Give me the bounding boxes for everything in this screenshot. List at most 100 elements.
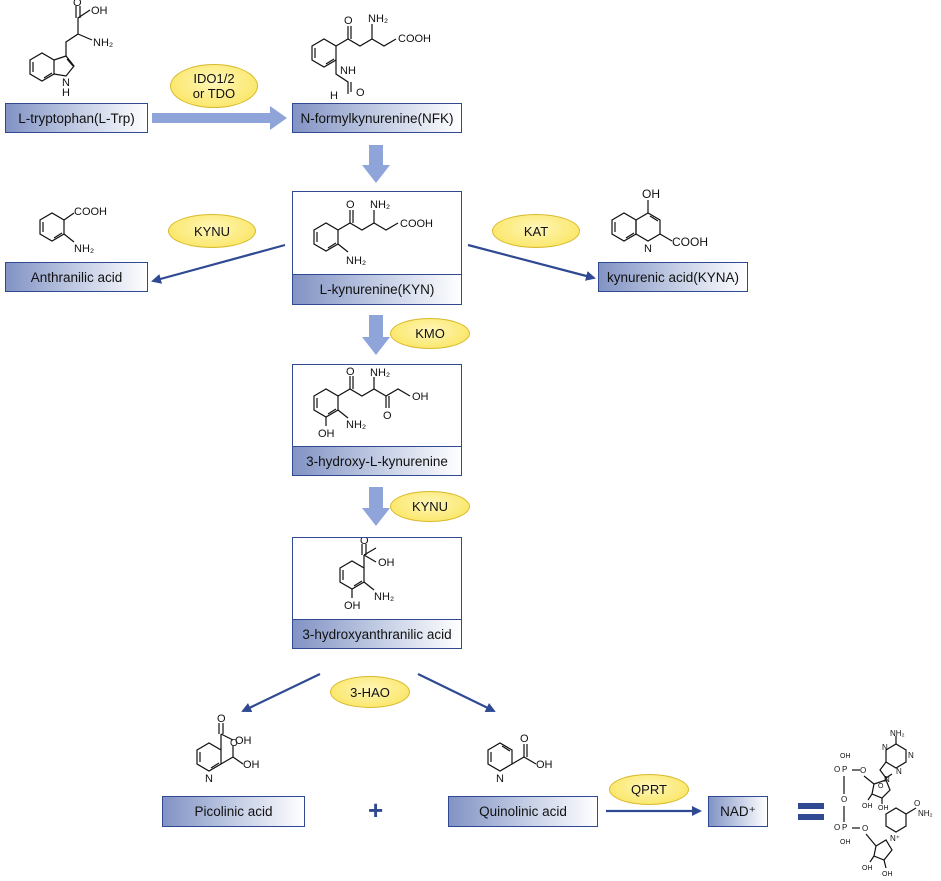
nad-ro2-text: OH [878, 805, 889, 812]
nad-amide-o-text: O [914, 799, 920, 808]
structure-nad: NH₂ N N N N OH O P O O O P OH O O OH OH … [834, 729, 933, 878]
arrow-nfk-to-kyn [362, 145, 390, 183]
trp-h-text: H [62, 87, 70, 99]
equals-bar-bottom [798, 814, 824, 820]
quinolinic-o-text: O [520, 733, 529, 745]
compound-label-haa: 3-hydroxyanthranilic acid [292, 619, 462, 649]
nad-o4-text: O [834, 823, 840, 832]
nad-ro3-text: OH [862, 865, 873, 872]
structure-3-hydroxy-l-kynurenine: O NH₂ O OH NH₂ OH [313, 366, 429, 440]
compound-label-kyna: kynurenic acid(KYNA) [598, 262, 748, 292]
nfk-h-text: H [330, 90, 338, 102]
nad-oh1-text: OH [840, 753, 851, 760]
hk-nh2-text: NH₂ [370, 367, 390, 379]
picolinic-oh2-text: OH [243, 759, 260, 771]
nad-n2-text: N [908, 751, 914, 760]
structure-anthranilic-acid: COOH NH₂ [39, 206, 107, 255]
kyn-o-text: O [346, 199, 355, 211]
hk-oh-text: OH [412, 391, 429, 403]
nad-p2-text: P [842, 823, 847, 832]
structure-n-formylkynurenine: O NH₂ COOH NH O H [311, 13, 431, 102]
enzyme-ido-line2: or TDO [192, 86, 236, 101]
quinolinic-n-text: N [496, 773, 504, 785]
kyn-nh2-text: NH₂ [370, 199, 390, 211]
nad-npl-text: N⁺ [890, 834, 900, 843]
hk-anh2-text: NH₂ [346, 419, 366, 431]
nad-o5-text: O [862, 824, 868, 833]
compound-label-nfk: N-formylkynurenine(NFK) [292, 103, 462, 133]
nad-o2-text: O [860, 766, 866, 775]
structure-picolinic-acid: O OH O OH N [196, 713, 260, 785]
compound-label-picolinic: Picolinic acid [162, 796, 305, 827]
enzyme-qprt: QPRT [609, 774, 689, 805]
picolinic-o2-text: O [230, 738, 238, 749]
quinolinic-oh-text: OH [536, 759, 553, 771]
nad-n4-text: N [884, 775, 890, 784]
hk-aoh-text: OH [318, 428, 335, 440]
nfk-nh-text: NH [340, 65, 356, 77]
structure-l-tryptophan: O OH NH₂ N H [29, 0, 113, 99]
nad-ro4-text: OH [882, 871, 893, 878]
haa-nh2-text: NH₂ [374, 591, 394, 603]
compound-label-trp: L-tryptophan(L-Trp) [5, 103, 148, 133]
structure-l-kynurenine: O NH₂ COOH NH₂ [313, 199, 433, 267]
kyna-oh-text: OH [642, 187, 660, 201]
arrow-haa-to-quinolinic [417, 673, 496, 712]
nad-n3-text: N [896, 767, 902, 776]
compound-label-kyn: L-kynurenine(KYN) [292, 274, 462, 305]
nad-o6-text: O [878, 783, 884, 790]
hk-o-text: O [346, 366, 355, 378]
structure-kynurenic-acid: OH N COOH [611, 187, 708, 255]
structure-3-hydroxyanthranilic-acid: O OH NH₂ OH [339, 538, 395, 612]
anthranilic-nh2-text: NH₂ [74, 243, 94, 255]
picolinic-o1-text: O [217, 713, 226, 725]
arrow-haa-to-picolinic [241, 673, 321, 713]
nfk-o2-text: O [356, 87, 365, 99]
haa-aoh-text: OH [344, 600, 361, 612]
nad-amide-n-text: NH₂ [918, 809, 933, 818]
arrow-kyn-to-hk [362, 315, 390, 355]
anthranilic-cooh-text: COOH [74, 206, 107, 218]
arrow-kyn-to-kyna [467, 243, 596, 281]
nad-nh2-text: NH₂ [890, 729, 905, 738]
nfk-o-text: O [344, 15, 353, 27]
picolinic-oh1-text: OH [235, 735, 252, 747]
haa-o-text: O [360, 538, 369, 547]
kyna-cooh-text: COOH [672, 235, 708, 249]
trp-o-text: O [73, 0, 82, 9]
structure-quinolinic-acid: O OH N [487, 733, 553, 785]
nad-o1-text: O [834, 765, 840, 774]
arrow-kyn-to-anthranilic [151, 243, 286, 284]
nad-o3-text: O [841, 795, 847, 804]
compound-label-hk: 3-hydroxy-L-kynurenine [292, 446, 462, 476]
compound-label-nad: NAD⁺ [708, 796, 768, 827]
enzyme-kynu-1: KYNU [168, 214, 256, 248]
enzyme-3-hao: 3-HAO [330, 676, 410, 708]
plus-sign: + [368, 795, 384, 825]
trp-nh2-text: NH₂ [93, 37, 113, 49]
nad-oh2-text: OH [840, 839, 851, 846]
arrow-trp-to-nfk [152, 106, 287, 130]
equals-bar-top [798, 803, 824, 809]
kyna-n-text: N [644, 243, 652, 255]
trp-oh-text: OH [91, 5, 108, 17]
enzyme-kat: KAT [492, 214, 580, 248]
hk-o2-text: O [383, 410, 392, 422]
compound-label-anthranilic: Anthranilic acid [5, 262, 148, 292]
nad-p1-text: P [842, 765, 847, 774]
enzyme-ido-tdo: IDO1/2 or TDO [170, 64, 258, 108]
haa-oh-text: OH [378, 557, 395, 569]
arrow-hk-to-haa [362, 487, 390, 526]
nfk-cooh-text: COOH [398, 33, 431, 45]
picolinic-n-text: N [205, 773, 213, 785]
enzyme-kmo: KMO [390, 318, 470, 349]
kyn-anh2-text: NH₂ [346, 255, 366, 267]
nad-n1-text: N [882, 743, 888, 752]
trp-n-text: N [62, 77, 70, 89]
compound-label-quinolinic: Quinolinic acid [448, 796, 598, 827]
enzyme-kynu-2: KYNU [390, 491, 470, 522]
kyn-cooh-text: COOH [400, 218, 433, 230]
nfk-nh2-text: NH₂ [368, 13, 388, 25]
